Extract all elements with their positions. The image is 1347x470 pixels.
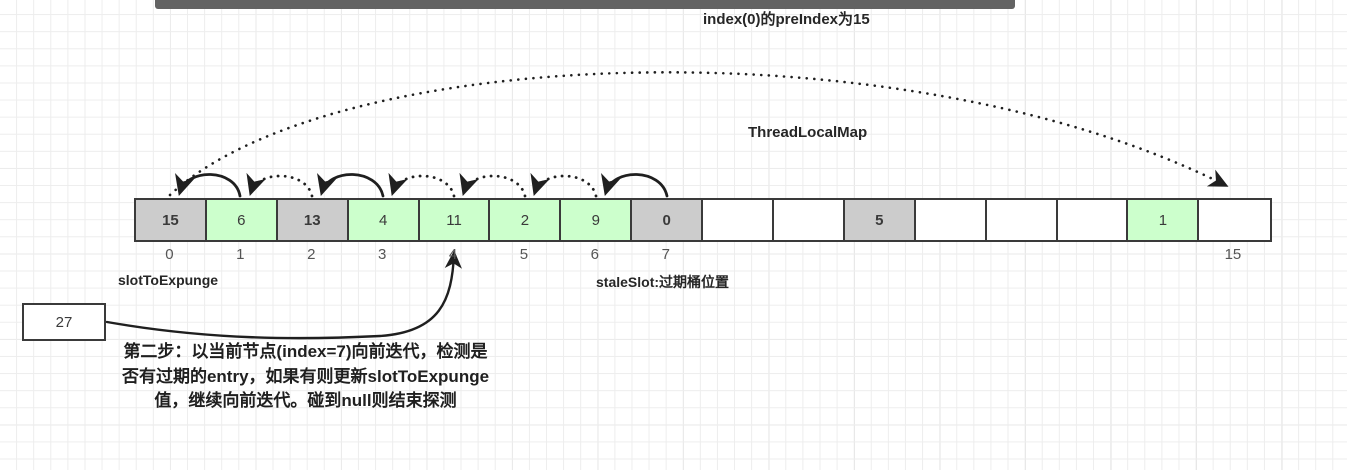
- array-cell-5[interactable]: 2: [490, 200, 562, 240]
- array-cell-1[interactable]: 6: [206, 200, 278, 240]
- stale-slot-label: staleSlot:过期桶位置: [596, 274, 730, 290]
- array-cell-2[interactable]: 13: [277, 200, 349, 240]
- array-cell-8[interactable]: [703, 200, 775, 240]
- index-label-4: 4: [448, 246, 458, 263]
- step-description-caption: 第二步：以当前节点(index=7)向前迭代，检测是否有过期的entry，如果有…: [121, 342, 490, 411]
- array-cell-9[interactable]: [774, 200, 845, 240]
- array-cell-6[interactable]: 9: [561, 200, 633, 240]
- index-label-15: 15: [1224, 246, 1242, 263]
- array-cell-13[interactable]: [1057, 200, 1129, 240]
- index-label-6: 6: [590, 246, 599, 263]
- array-cell-3[interactable]: 4: [348, 200, 420, 240]
- array-cell-0[interactable]: 15: [136, 200, 207, 240]
- array-cell-7[interactable]: 0: [632, 200, 704, 240]
- array-cell-4[interactable]: 11: [419, 200, 491, 240]
- slot-to-expunge-label: slotToExpunge: [118, 272, 219, 288]
- index-label-5: 5: [519, 246, 529, 263]
- value-box-27[interactable]: 27: [22, 303, 106, 341]
- array-cell-10[interactable]: 5: [844, 200, 916, 240]
- array-cell-12[interactable]: [986, 200, 1058, 240]
- array-cell-15[interactable]: [1199, 200, 1271, 240]
- array-cell-14[interactable]: 1: [1128, 200, 1200, 240]
- index-label-7: 7: [661, 246, 670, 263]
- array-cell-11[interactable]: [915, 200, 987, 240]
- index-label-3: 3: [377, 246, 387, 263]
- threadlocalmap-label: ThreadLocalMap: [748, 124, 868, 141]
- index-label-1: 1: [236, 246, 245, 263]
- top-gray-bar: [155, 0, 1015, 9]
- index-label-0: 0: [165, 246, 174, 263]
- preindex-note: index(0)的preIndex为15: [703, 11, 870, 28]
- threadlocalmap-array: 15 6 13 4 11 2 9 0 5 1: [134, 198, 1273, 242]
- index-label-2: 2: [307, 246, 316, 263]
